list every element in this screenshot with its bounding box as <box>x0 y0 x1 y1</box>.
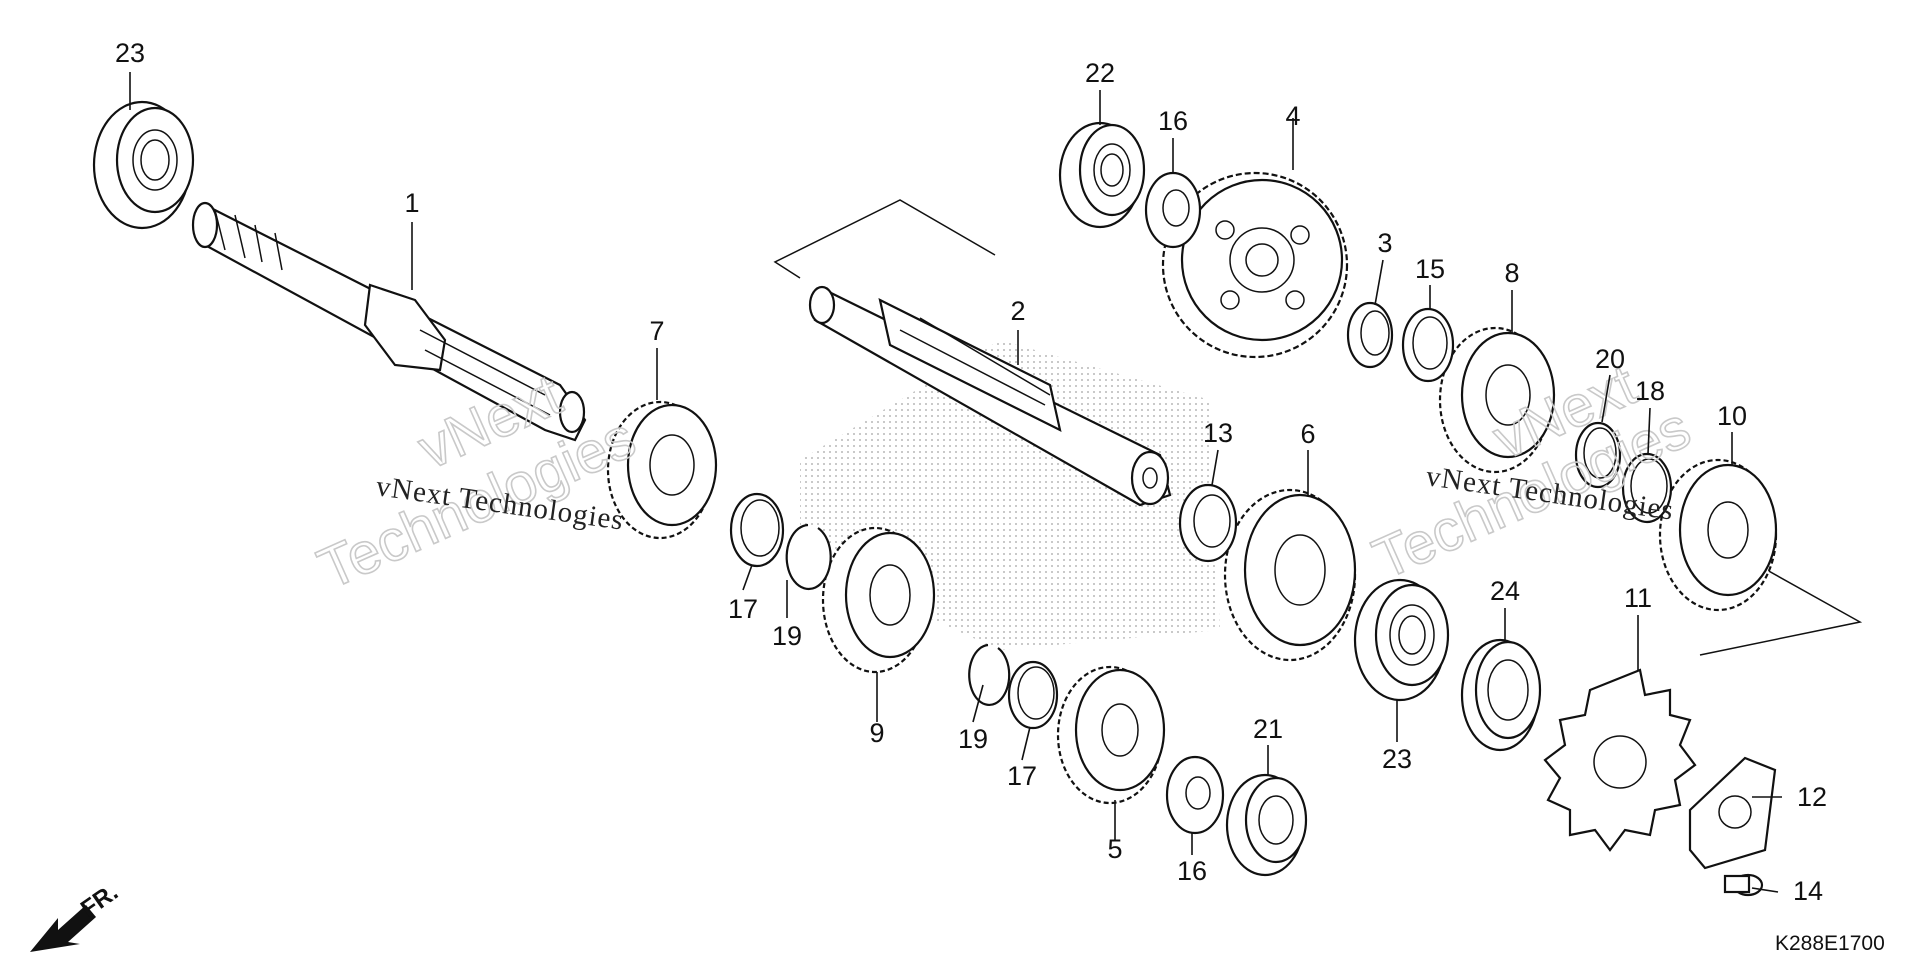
callout-2: 2 <box>1010 296 1025 326</box>
sprocket-11 <box>1543 668 1697 852</box>
bearing-24 <box>1460 638 1542 752</box>
callout-22: 22 <box>1085 58 1115 88</box>
plate-12 <box>1688 756 1777 870</box>
countershaft <box>808 285 1172 507</box>
group-bracket-right <box>1699 554 1863 656</box>
callout-16-top: 16 <box>1158 106 1188 136</box>
bearing-23-top <box>92 100 195 230</box>
circlip-19-left <box>785 523 832 591</box>
callout-9: 9 <box>869 718 884 748</box>
bearing-22 <box>1058 121 1146 229</box>
gear-6 <box>1223 488 1357 662</box>
group-bracket-left <box>773 199 996 279</box>
callout-23-bottom: 23 <box>1382 744 1412 774</box>
washer-16-bottom <box>1165 755 1225 835</box>
washer-16-top <box>1144 171 1202 249</box>
callout-24: 24 <box>1490 576 1520 606</box>
callout-23-top: 23 <box>115 38 145 68</box>
gear-4 <box>1161 171 1349 359</box>
gear-10 <box>1658 458 1778 612</box>
callout-11: 11 <box>1624 583 1652 613</box>
callout-10: 10 <box>1717 401 1747 431</box>
callout-17-right: 17 <box>1007 761 1037 791</box>
callout-17-left: 17 <box>728 594 758 624</box>
mainshaft <box>191 201 587 442</box>
callout-5: 5 <box>1107 834 1122 864</box>
circlip-19-right <box>968 643 1011 707</box>
callout-20: 20 <box>1595 344 1625 374</box>
callout-15: 15 <box>1415 254 1445 284</box>
front-arrow-icon <box>30 905 96 952</box>
callout-7: 7 <box>649 316 664 346</box>
bearing-21 <box>1225 773 1308 877</box>
callout-14: 14 <box>1793 876 1823 906</box>
callout-19-right: 19 <box>958 724 988 754</box>
callout-12: 12 <box>1797 782 1827 812</box>
washer-17-left <box>729 492 785 568</box>
collar-3 <box>1346 301 1394 369</box>
callout-21: 21 <box>1253 714 1283 744</box>
washer-17-right <box>1007 660 1059 730</box>
gear-5 <box>1056 665 1166 805</box>
callout-8: 8 <box>1504 258 1519 288</box>
callout-13: 13 <box>1203 418 1233 448</box>
callout-4: 4 <box>1285 101 1300 131</box>
washer-18 <box>1621 452 1673 524</box>
washer-20 <box>1574 421 1622 489</box>
callout-1: 1 <box>404 188 419 218</box>
callout-18: 18 <box>1635 376 1665 406</box>
bolt-14 <box>1723 873 1764 897</box>
leader-lines <box>129 72 1782 893</box>
callout-6: 6 <box>1300 419 1315 449</box>
bearing-23-bottom <box>1353 578 1450 702</box>
callout-3: 3 <box>1377 228 1392 258</box>
gear-7 <box>606 400 718 540</box>
front-direction-indicator: FR. <box>30 879 123 952</box>
gear-9 <box>821 526 936 674</box>
collar-13 <box>1178 483 1238 563</box>
callouts: 23 1 2 3 4 5 6 7 8 9 10 11 12 13 14 15 1… <box>115 38 1827 906</box>
drawing-code: K288E1700 <box>1775 932 1885 955</box>
gear-8 <box>1438 326 1556 474</box>
callout-16-bottom: 16 <box>1177 856 1207 886</box>
callout-19-left: 19 <box>772 621 802 651</box>
washer-15 <box>1401 307 1455 383</box>
